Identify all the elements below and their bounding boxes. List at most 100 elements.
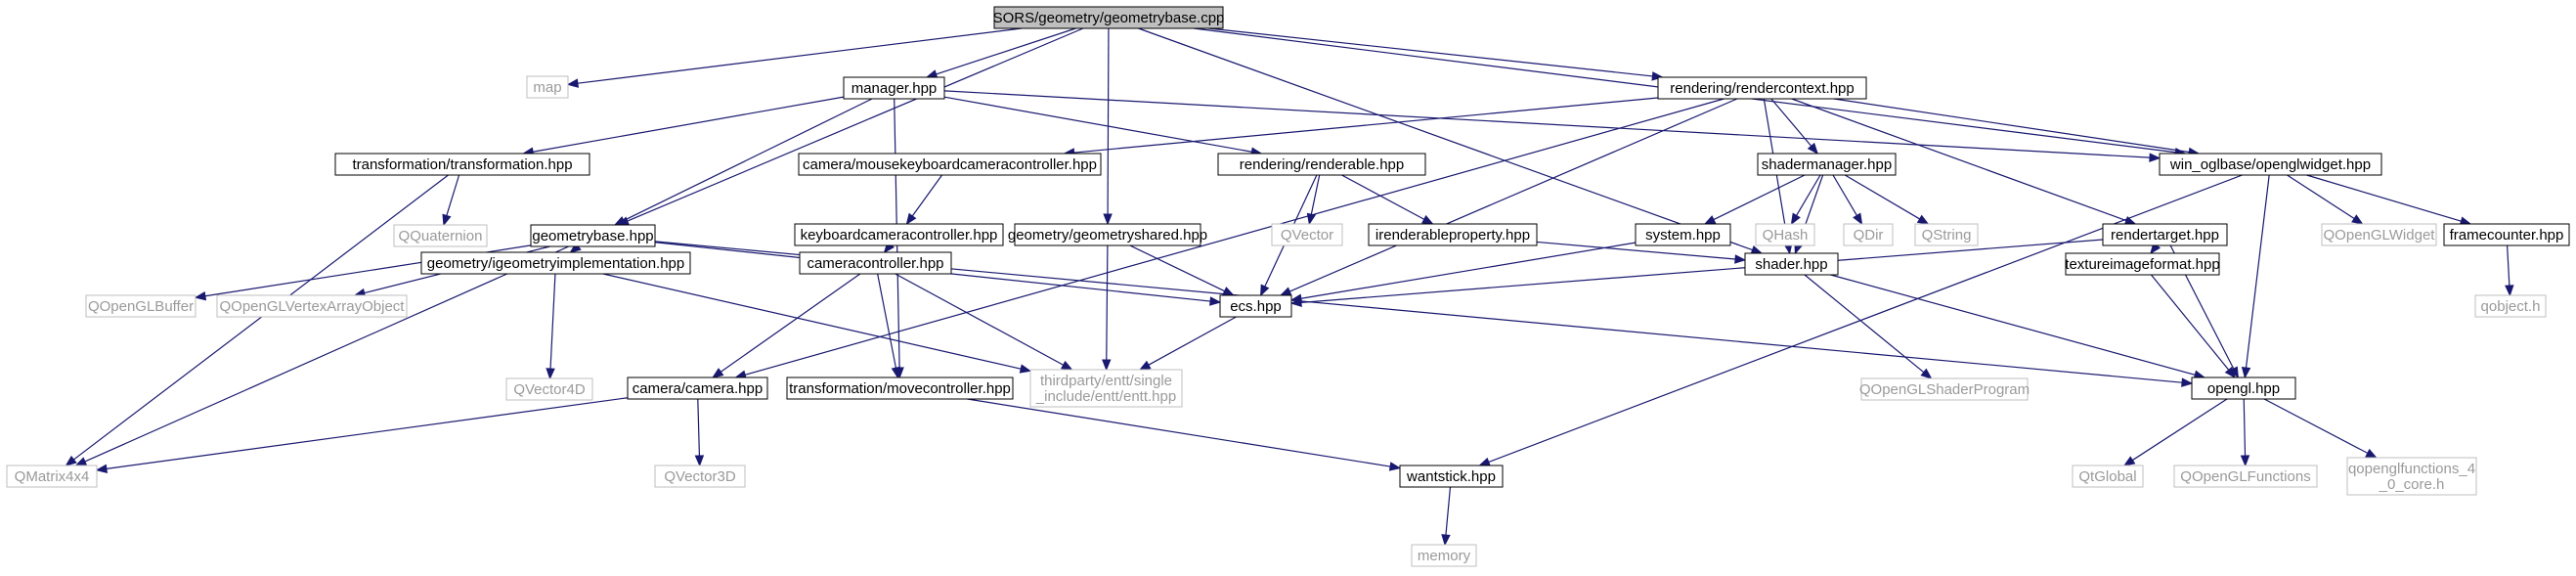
node-cameracontroller[interactable]: cameracontroller.hpp bbox=[799, 251, 952, 275]
edge-transformation-to-qquaternion bbox=[442, 174, 460, 227]
edge-line bbox=[1106, 244, 1109, 361]
node-keyboardcam[interactable]: keyboardcameracontroller.hpp bbox=[794, 223, 1004, 246]
edge-rendercontext-to-mousekeyboard bbox=[1063, 97, 1659, 157]
edge-line bbox=[627, 27, 1084, 222]
edge-line bbox=[911, 174, 943, 217]
node-system[interactable]: system.hpp bbox=[1635, 223, 1731, 246]
node-label: QMatrix4x4 bbox=[15, 468, 90, 485]
edge-geometryshared-to-entt bbox=[1102, 244, 1112, 372]
edge-rendercontext-to-shadermanager bbox=[1770, 98, 1819, 155]
node-box bbox=[2443, 223, 2570, 246]
edge-arrowhead bbox=[74, 457, 88, 466]
node-label: shadermanager.hpp bbox=[1762, 156, 1892, 173]
edge-line bbox=[1310, 174, 1321, 215]
edge-arrowhead bbox=[2351, 214, 2364, 225]
edge-line bbox=[1073, 97, 1659, 154]
node-root[interactable]: SORS/geometry/geometrybase.cpp bbox=[993, 6, 1225, 29]
node-rendercontext[interactable]: rendering/rendercontext.hpp bbox=[1657, 76, 1867, 100]
edge-line bbox=[1830, 274, 2196, 376]
node-entt: thirdparty/entt/single_include/entt/entt… bbox=[1029, 369, 1183, 408]
edge-arrowhead bbox=[1916, 214, 1930, 225]
node-label: camera/camera.hpp bbox=[633, 380, 763, 397]
node-label: shader.hpp bbox=[1755, 256, 1827, 273]
node-box bbox=[2159, 153, 2382, 176]
node-geometryshared[interactable]: geometry/geometryshared.hpp bbox=[1008, 223, 1207, 246]
edge-framecounter-to-qobjecth bbox=[2505, 244, 2514, 297]
edge-arrowhead bbox=[566, 78, 580, 88]
node-transformation[interactable]: transformation/transformation.hpp bbox=[334, 153, 590, 176]
edge-geometrybase-to-qmatrix4x4 bbox=[74, 245, 569, 466]
node-box bbox=[2173, 465, 2318, 488]
node-box bbox=[2321, 223, 2437, 246]
node-openglwidget[interactable]: win_oglbase/openglwidget.hpp bbox=[2159, 153, 2382, 176]
edge-system-to-ecs bbox=[1289, 242, 1637, 303]
node-label: manager.hpp bbox=[851, 80, 938, 97]
edge-arrowhead bbox=[2181, 377, 2194, 387]
edge-line bbox=[744, 98, 1725, 376]
node-ecs[interactable]: ecs.hpp bbox=[1219, 294, 1292, 318]
edge-igeomimpl-to-entt bbox=[602, 273, 1032, 374]
node-mousekeyboard[interactable]: camera/mousekeyboardcameracontroller.hpp bbox=[798, 153, 1102, 176]
node-box bbox=[654, 465, 746, 488]
node-geometrybase[interactable]: geometrybase.hpp bbox=[530, 224, 656, 247]
edge-root-to-geometryshared bbox=[1103, 27, 1113, 226]
node-label: rendertarget.hpp bbox=[2111, 227, 2219, 244]
edge-arrowhead bbox=[1019, 364, 1032, 374]
edge-line bbox=[1844, 174, 1920, 220]
node-box bbox=[1635, 223, 1731, 246]
node-box bbox=[420, 251, 691, 275]
node-textureimageformat[interactable]: textureimageformat.hpp bbox=[2065, 252, 2220, 276]
node-qopenglwidget: QOpenGLWidget bbox=[2321, 223, 2437, 246]
node-label: QQuaternion bbox=[399, 228, 483, 244]
node-igeomimpl[interactable]: geometry/igeometryimplementation.hpp bbox=[420, 251, 691, 275]
node-manager[interactable]: manager.hpp bbox=[843, 76, 945, 100]
edge-line bbox=[1796, 174, 1821, 216]
node-box bbox=[1217, 153, 1426, 176]
node-opengl[interactable]: opengl.hpp bbox=[2191, 377, 2296, 400]
edge-line bbox=[720, 273, 861, 373]
node-qtglobal: QtGlobal bbox=[2072, 465, 2144, 488]
node-box bbox=[1744, 252, 1839, 276]
node-framecounter[interactable]: framecounter.hpp bbox=[2443, 223, 2570, 246]
node-label: win_oglbase/openglwidget.hpp bbox=[2169, 156, 2371, 173]
edge-geometryshared-to-ecs bbox=[1129, 244, 1235, 296]
node-qvao: QOpenGLVertexArrayObject bbox=[216, 294, 408, 318]
node-box bbox=[1271, 223, 1343, 246]
node-label: transformation/transformation.hpp bbox=[352, 156, 572, 173]
node-label: QtGlobal bbox=[2078, 468, 2136, 485]
edge-line bbox=[1445, 486, 1452, 536]
node-renderable[interactable]: rendering/renderable.hpp bbox=[1217, 153, 1426, 176]
node-shadermanager[interactable]: shadermanager.hpp bbox=[1757, 153, 1897, 176]
edge-line bbox=[106, 397, 629, 469]
node-movecontroller[interactable]: transformation/movecontroller.hpp bbox=[786, 377, 1014, 400]
node-irenderableprop[interactable]: irenderableproperty.hpp bbox=[1368, 223, 1538, 246]
node-box bbox=[1757, 153, 1897, 176]
node-qquaternion: QQuaternion bbox=[393, 224, 488, 247]
edge-line bbox=[577, 27, 1023, 84]
node-shader[interactable]: shader.hpp bbox=[1744, 252, 1839, 276]
edge-line bbox=[1536, 241, 1736, 260]
edge-manager-to-transformation bbox=[521, 96, 845, 156]
node-label: geometry/igeometryimplementation.hpp bbox=[427, 255, 684, 272]
edge-line bbox=[877, 273, 897, 369]
edge-line bbox=[1833, 98, 2190, 154]
node-label: QVector3D bbox=[664, 468, 736, 485]
node-box bbox=[334, 153, 590, 176]
node-box bbox=[2474, 294, 2547, 318]
dependency-edges bbox=[65, 27, 2514, 547]
node-label: _0_core.h bbox=[2379, 476, 2445, 493]
edge-root-to-map bbox=[566, 27, 1023, 88]
node-wantstick[interactable]: wantstick.hpp bbox=[1399, 465, 1504, 488]
node-box bbox=[843, 76, 945, 100]
node-label: QOpenGLBuffer bbox=[88, 298, 194, 315]
edge-igeomimpl-to-qvector4d bbox=[546, 273, 556, 380]
node-label: cameracontroller.hpp bbox=[807, 255, 943, 272]
edge-arrowhead bbox=[1279, 287, 1292, 296]
edge-root-to-shader bbox=[1138, 27, 1764, 254]
node-camera[interactable]: camera/camera.hpp bbox=[627, 377, 768, 400]
node-rendertarget[interactable]: rendertarget.hpp bbox=[2102, 223, 2228, 246]
edge-arrowhead bbox=[905, 212, 917, 226]
node-qvector: QVector bbox=[1271, 223, 1343, 246]
node-box bbox=[526, 75, 569, 99]
edge-arrowhead bbox=[2149, 153, 2161, 162]
